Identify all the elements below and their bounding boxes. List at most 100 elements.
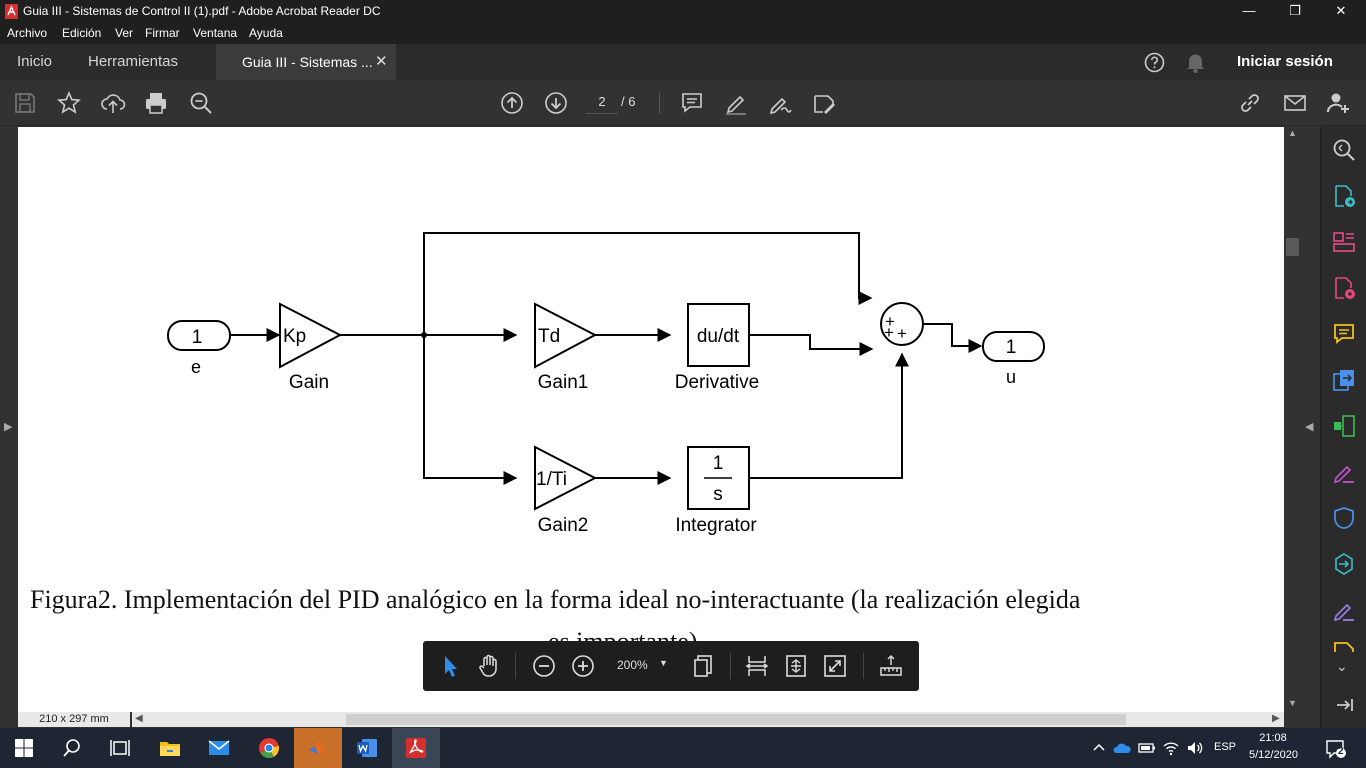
fit-width-icon[interactable] xyxy=(744,653,770,679)
action-center-icon[interactable] xyxy=(1325,738,1347,760)
zoom-search-icon[interactable] xyxy=(188,90,214,116)
taskbar-search-icon[interactable] xyxy=(48,728,96,768)
collapse-panel-icon[interactable] xyxy=(1331,692,1357,718)
right-panel-collapse-icon[interactable]: ◀ xyxy=(1305,421,1314,433)
horizontal-scrollbar[interactable]: ◀ ▶ xyxy=(132,712,1284,727)
send-for-review-icon[interactable] xyxy=(1331,551,1357,577)
organize-pages-icon[interactable] xyxy=(1331,229,1357,255)
onedrive-icon[interactable] xyxy=(1113,739,1131,757)
scroll-left-icon[interactable]: ◀ xyxy=(135,713,143,724)
scroll-down-icon[interactable]: ▼ xyxy=(1288,698,1297,708)
word-icon[interactable] xyxy=(343,728,391,768)
fill-and-sign-icon[interactable] xyxy=(1331,459,1357,485)
tab-close-icon[interactable]: ✕ xyxy=(375,53,388,70)
restore-button[interactable]: ❐ xyxy=(1289,3,1301,18)
volume-icon[interactable] xyxy=(1186,739,1204,757)
tab-document[interactable]: Guia III - Sistemas ... ✕ xyxy=(216,44,396,80)
hscroll-thumb[interactable] xyxy=(346,714,1126,725)
menu-firmar[interactable]: Firmar xyxy=(145,26,180,40)
inport-number: 1 xyxy=(192,327,203,348)
select-cursor-icon[interactable] xyxy=(437,653,463,679)
next-page-icon[interactable] xyxy=(543,90,569,116)
integrator-label: Integrator xyxy=(675,515,757,536)
wifi-icon[interactable] xyxy=(1162,739,1180,757)
comment-tool-icon[interactable] xyxy=(1331,321,1357,347)
more-tools-icon[interactable] xyxy=(1331,640,1357,652)
language-indicator[interactable]: ESP xyxy=(1214,741,1237,753)
fill-sign-icon[interactable] xyxy=(811,90,837,116)
zoom-dropdown-icon[interactable]: ▼ xyxy=(659,658,668,668)
zoom-level[interactable]: 200% xyxy=(617,658,648,672)
gain2-text: 1/Ti xyxy=(536,469,567,490)
page-view-icon[interactable] xyxy=(691,653,717,679)
fit-page-icon[interactable] xyxy=(783,653,809,679)
vertical-scrollbar[interactable]: ▲ ▼ xyxy=(1284,126,1302,712)
tab-herramientas[interactable]: Herramientas xyxy=(88,53,179,70)
previous-page-icon[interactable] xyxy=(499,90,525,116)
help-icon[interactable] xyxy=(1144,52,1165,73)
acrobat-taskbar-icon[interactable] xyxy=(392,728,440,768)
notification-count: 2 xyxy=(1338,746,1344,757)
bookmark-star-icon[interactable] xyxy=(56,90,82,116)
clock-time[interactable]: 21:08 xyxy=(1259,732,1287,744)
email-icon[interactable] xyxy=(1282,90,1308,116)
export-pdf-icon[interactable] xyxy=(1331,183,1357,209)
menu-edicion[interactable]: Edición xyxy=(62,26,102,40)
menu-ventana[interactable]: Ventana xyxy=(193,26,238,40)
protect-icon[interactable] xyxy=(1331,505,1357,531)
inport-e: 1 e xyxy=(167,320,231,377)
mail-icon[interactable] xyxy=(195,728,243,768)
full-screen-icon[interactable] xyxy=(822,653,848,679)
sign-in-button[interactable]: Iniciar sesión xyxy=(1237,53,1333,70)
hand-tool-icon[interactable] xyxy=(476,653,502,679)
menu-ayuda[interactable]: Ayuda xyxy=(249,26,283,40)
zoom-in-icon[interactable] xyxy=(570,653,596,679)
zoom-out-icon[interactable] xyxy=(531,653,557,679)
print-icon[interactable] xyxy=(143,90,169,116)
start-windows-icon[interactable] xyxy=(0,728,48,768)
gain2-block: 1/Ti Gain2 xyxy=(534,445,598,536)
left-panel-toggle-icon[interactable]: ▶ xyxy=(4,421,13,433)
add-user-icon[interactable] xyxy=(1325,90,1351,116)
gain1-label: Gain1 xyxy=(538,372,589,393)
tab-document-label: Guia III - Sistemas ... xyxy=(242,54,373,70)
create-pdf-icon[interactable] xyxy=(1331,275,1357,301)
tray-overflow-icon[interactable] xyxy=(1090,739,1108,757)
search-pane-icon[interactable] xyxy=(1331,137,1357,163)
save-icon[interactable] xyxy=(12,90,38,116)
measure-tool-icon[interactable] xyxy=(878,653,904,679)
float-divider xyxy=(515,653,516,679)
derivative-block: du/dt Derivative xyxy=(675,303,759,393)
highlight-pen-icon[interactable] xyxy=(723,90,749,116)
share-link-icon[interactable] xyxy=(1237,90,1263,116)
float-divider xyxy=(730,653,731,679)
tab-inicio[interactable]: Inicio xyxy=(17,53,53,70)
compress-pdf-icon[interactable] xyxy=(1331,413,1357,439)
matlab-icon[interactable] xyxy=(294,728,342,768)
battery-icon[interactable] xyxy=(1138,739,1156,757)
menu-ver[interactable]: Ver xyxy=(115,26,134,40)
menu-archivo[interactable]: Archivo xyxy=(7,26,48,40)
sum-block: + + + xyxy=(880,302,924,346)
panel-scroll-down-icon[interactable]: ⌄ xyxy=(1336,658,1348,674)
comment-icon[interactable] xyxy=(679,90,705,116)
sign-pen-icon[interactable] xyxy=(767,90,793,116)
close-window-button[interactable]: ✕ xyxy=(1335,3,1347,18)
toolbar-divider xyxy=(659,92,660,114)
edit-pdf-icon[interactable] xyxy=(1331,597,1357,623)
upload-cloud-icon[interactable] xyxy=(100,90,126,116)
gain1-block: Td Gain1 xyxy=(534,302,598,393)
page-count: / 6 xyxy=(621,94,636,109)
scroll-right-icon[interactable]: ▶ xyxy=(1272,713,1280,724)
file-explorer-icon[interactable] xyxy=(146,728,194,768)
task-view-icon[interactable] xyxy=(96,728,144,768)
scroll-up-icon[interactable]: ▲ xyxy=(1288,128,1297,138)
scroll-thumb[interactable] xyxy=(1286,238,1299,256)
combine-files-icon[interactable] xyxy=(1331,367,1357,393)
page-number-input[interactable]: 2 xyxy=(586,92,618,114)
clock-date[interactable]: 5/12/2020 xyxy=(1249,749,1298,761)
notification-bell-icon[interactable] xyxy=(1186,52,1205,73)
chrome-icon[interactable] xyxy=(245,728,293,768)
document-viewport[interactable]: ▶ 1 e Kp Gain xyxy=(0,126,1320,712)
minimize-button[interactable]: — xyxy=(1242,3,1256,18)
